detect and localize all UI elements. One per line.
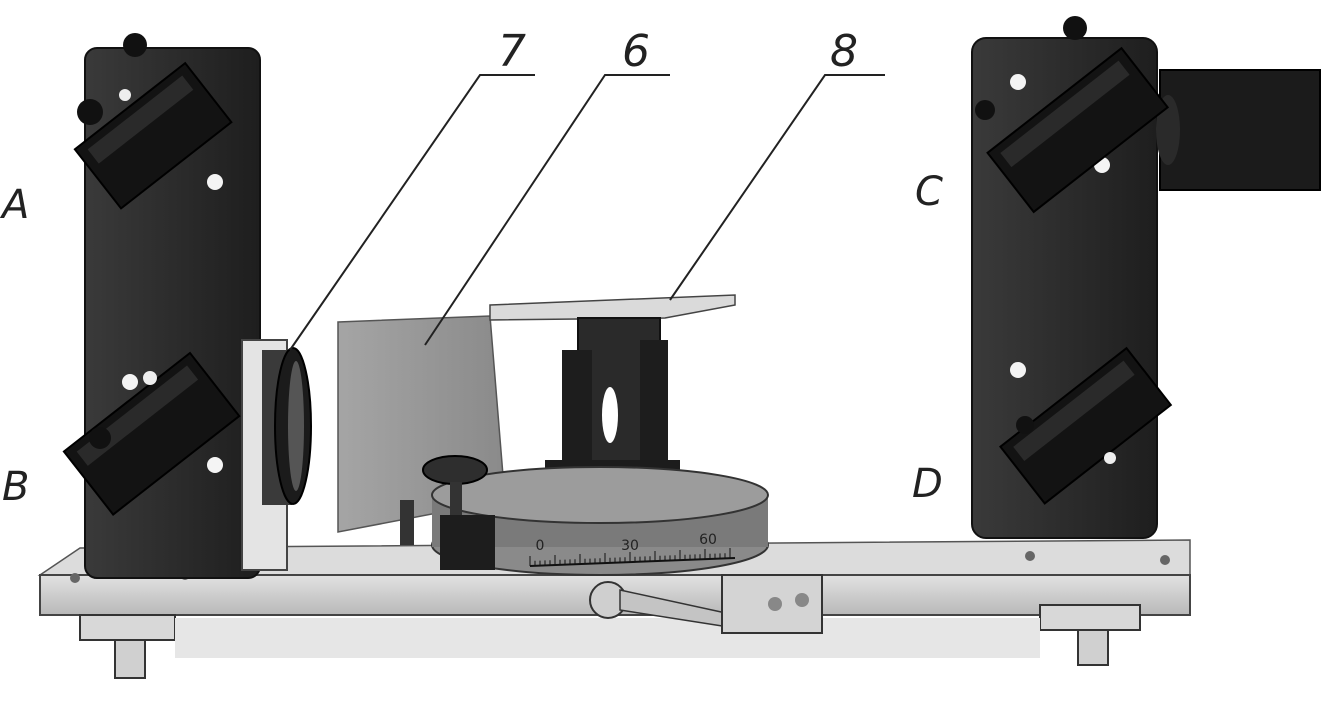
base-shadow xyxy=(175,618,1040,658)
scale-label-60: 60 xyxy=(699,532,717,548)
vernier-arm xyxy=(589,574,823,634)
detector-box xyxy=(1156,69,1321,191)
stage-platform xyxy=(489,294,736,321)
label-a: A xyxy=(0,182,29,228)
adjust-knob-a xyxy=(77,33,147,125)
label-d: D xyxy=(912,461,943,507)
label-8: 8 xyxy=(830,26,858,77)
label-6: 6 xyxy=(622,26,650,77)
left-foot xyxy=(79,614,176,679)
lens-holder xyxy=(241,339,312,571)
leader-lines xyxy=(289,74,885,351)
scale-label-0: 0 xyxy=(536,538,545,554)
scale-label-30: 30 xyxy=(621,538,639,554)
label-b: B xyxy=(2,464,29,510)
mirror-mount-c xyxy=(986,46,1170,214)
angle-scale: 0 30 60 xyxy=(529,532,736,567)
right-foot xyxy=(1039,604,1141,666)
label-7: 7 xyxy=(498,26,526,77)
mirror-mount-a xyxy=(73,61,233,210)
adjust-knob-c xyxy=(975,16,1087,120)
adjust-knob-b xyxy=(89,371,157,449)
adjust-knob-d xyxy=(1016,416,1116,464)
clamp-knob xyxy=(400,455,495,570)
label-c: C xyxy=(915,169,943,215)
